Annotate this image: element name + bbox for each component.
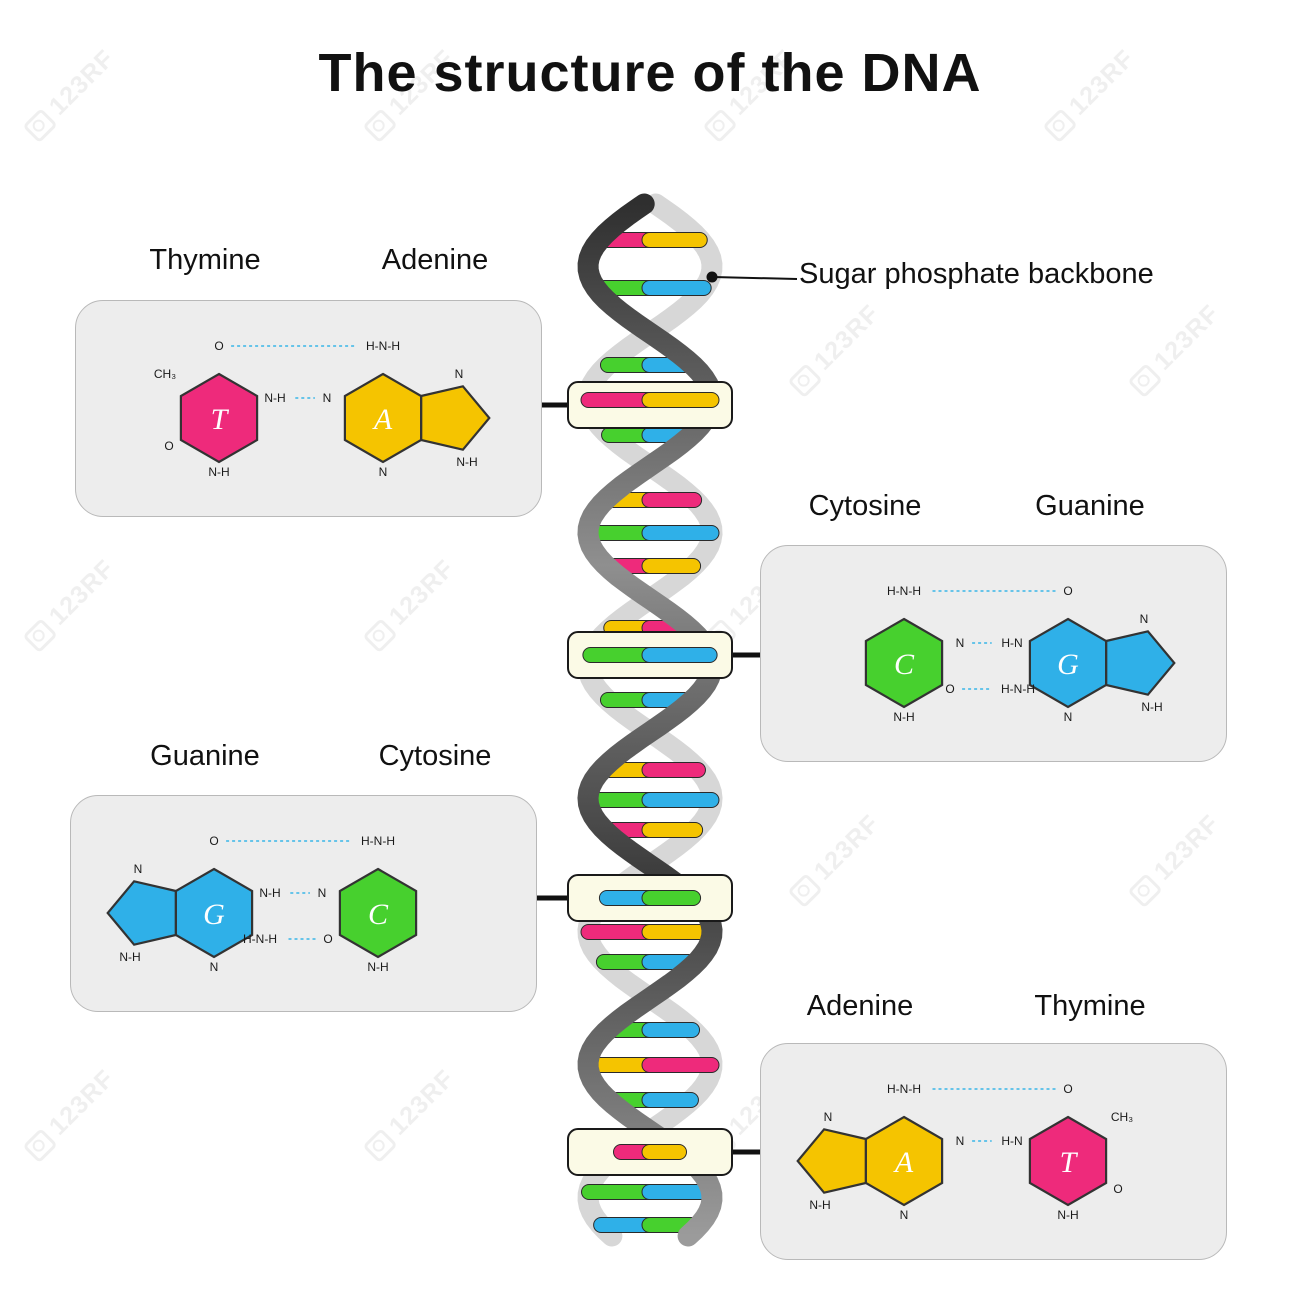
bond-atom-label: H-N-H xyxy=(1001,682,1035,696)
base-rung-blue xyxy=(641,792,720,808)
purine-imidazole-ring xyxy=(420,385,491,451)
base-name-cytosine-right: Cytosine xyxy=(808,490,922,522)
backbone-pointer-line xyxy=(712,276,798,280)
base-hexagon-ring xyxy=(343,372,423,464)
base-rung-green xyxy=(641,890,702,906)
base-letter: G xyxy=(1057,648,1079,681)
base-hexagon-ring xyxy=(864,1115,944,1207)
purine-imidazole-ring xyxy=(796,1128,867,1194)
atom-label: O xyxy=(164,439,173,453)
base-rung-yellow xyxy=(641,392,720,408)
atom-label: N xyxy=(134,862,143,876)
bond-atom-label: O xyxy=(214,339,223,353)
base-hexagon-ring xyxy=(1028,617,1108,709)
base-name-adenine-top: Adenine xyxy=(381,244,489,276)
bond-atom-label: H-N-H xyxy=(243,932,277,946)
atom-label: N-H xyxy=(1141,700,1162,714)
atom-label: N-H xyxy=(1057,1208,1078,1222)
base-rung-blue xyxy=(641,1092,699,1108)
purine-imidazole-ring xyxy=(1105,630,1176,696)
base-letter: C xyxy=(368,898,389,931)
base-name-thymine-bottom: Thymine xyxy=(1034,990,1146,1022)
base-hexagon-ring xyxy=(1028,1115,1108,1207)
atom-label: N xyxy=(1064,710,1073,724)
base-pair-panel-adenine-thymine: A N N N-H T CH₃ O N-H H-N-H O N H-N xyxy=(760,1043,1227,1260)
base-letter: A xyxy=(893,1146,914,1179)
atom-label: N-H xyxy=(809,1198,830,1212)
atom-label: N-H xyxy=(367,960,388,974)
bond-atom-label: H-N-H xyxy=(887,584,921,598)
base-letter: T xyxy=(1060,1146,1079,1179)
bond-atom-label: O xyxy=(945,682,954,696)
base-hexagon-ring xyxy=(179,372,259,464)
atom-label: N-H xyxy=(456,455,477,469)
base-hexagon-ring xyxy=(338,867,418,959)
atom-label: N xyxy=(210,960,219,974)
base-letter: G xyxy=(203,898,225,931)
atom-label: N xyxy=(455,367,464,381)
base-pair-panel-thymine-adenine: T CH₃ O N-H A N N N-H O H-N-H N-H N xyxy=(75,300,542,517)
atom-label: N xyxy=(379,465,388,479)
bond-atom-label: H-N xyxy=(1001,1134,1022,1148)
bond-atom-label: O xyxy=(323,932,332,946)
backbone-pointer-dot xyxy=(706,271,718,283)
base-letter: T xyxy=(211,403,230,436)
base-rung-pink xyxy=(641,762,706,778)
base-name-adenine-bottom: Adenine xyxy=(806,990,914,1022)
helix-backbone-strand-dark xyxy=(577,193,723,1247)
base-rung-blue xyxy=(641,525,720,541)
base-letter: A xyxy=(372,403,393,436)
base-name-cytosine-left: Cytosine xyxy=(378,740,492,772)
bond-atom-label: H-N xyxy=(1001,636,1022,650)
bond-atom-label: N-H xyxy=(264,391,285,405)
bond-atom-label: N xyxy=(956,1134,965,1148)
atom-label: N-H xyxy=(893,710,914,724)
atom-label: N xyxy=(824,1110,833,1124)
base-name-thymine-top: Thymine xyxy=(149,244,261,276)
base-hexagon-ring xyxy=(864,617,944,709)
base-rung-yellow xyxy=(641,1144,688,1160)
guanine-cytosine-structure: G N N N-H C N-H O H-N-H N-H N H-N-H O xyxy=(106,834,418,974)
base-rung-yellow xyxy=(641,558,702,574)
atom-label: CH₃ xyxy=(154,367,176,381)
bond-atom-label: O xyxy=(209,834,218,848)
purine-imidazole-ring xyxy=(106,880,177,946)
base-rung-blue xyxy=(641,647,718,663)
base-rung-yellow xyxy=(641,822,704,838)
cytosine-guanine-structure: C N-H G N N N-H H-N-H O N H-N O H-N-H xyxy=(864,584,1176,724)
atom-label: CH₃ xyxy=(1111,1110,1133,1124)
base-hexagon-ring xyxy=(174,867,254,959)
bond-atom-label: N xyxy=(318,886,327,900)
bond-atom-label: H-N-H xyxy=(887,1082,921,1096)
base-rung-blue xyxy=(641,1022,701,1038)
base-rung-pink xyxy=(641,1057,720,1073)
bond-atom-label: N-H xyxy=(259,886,280,900)
bond-atom-label: N xyxy=(323,391,332,405)
base-letter: C xyxy=(894,648,915,681)
atom-label: N-H xyxy=(208,465,229,479)
diagram-title: The structure of the DNA xyxy=(318,43,982,103)
bond-atom-label: H-N-H xyxy=(361,834,395,848)
atom-label: N xyxy=(900,1208,909,1222)
base-rung-yellow xyxy=(641,232,708,248)
atom-label: N-H xyxy=(119,950,140,964)
base-rung-pink xyxy=(641,492,703,508)
thymine-adenine-structure: T CH₃ O N-H A N N N-H O H-N-H N-H N xyxy=(154,339,491,479)
bond-atom-label: H-N-H xyxy=(366,339,400,353)
bond-atom-label: O xyxy=(1063,1082,1072,1096)
atom-label: N xyxy=(1140,612,1149,626)
base-pair-panel-cytosine-guanine: C N-H G N N N-H H-N-H O N H-N O H-N-H xyxy=(760,545,1227,762)
base-name-guanine-right: Guanine xyxy=(1035,490,1145,522)
sugar-phosphate-backbone-label: Sugar phosphate backbone xyxy=(799,258,1154,290)
atom-label: O xyxy=(1113,1182,1122,1196)
bond-atom-label: N xyxy=(956,636,965,650)
base-pair-panel-guanine-cytosine: G N N N-H C N-H O H-N-H N-H N H-N-H O xyxy=(70,795,537,1012)
adenine-thymine-structure: A N N N-H T CH₃ O N-H H-N-H O N H-N xyxy=(796,1082,1133,1222)
base-rung-blue xyxy=(641,280,712,296)
bond-atom-label: O xyxy=(1063,584,1072,598)
base-name-guanine-left: Guanine xyxy=(150,740,260,772)
